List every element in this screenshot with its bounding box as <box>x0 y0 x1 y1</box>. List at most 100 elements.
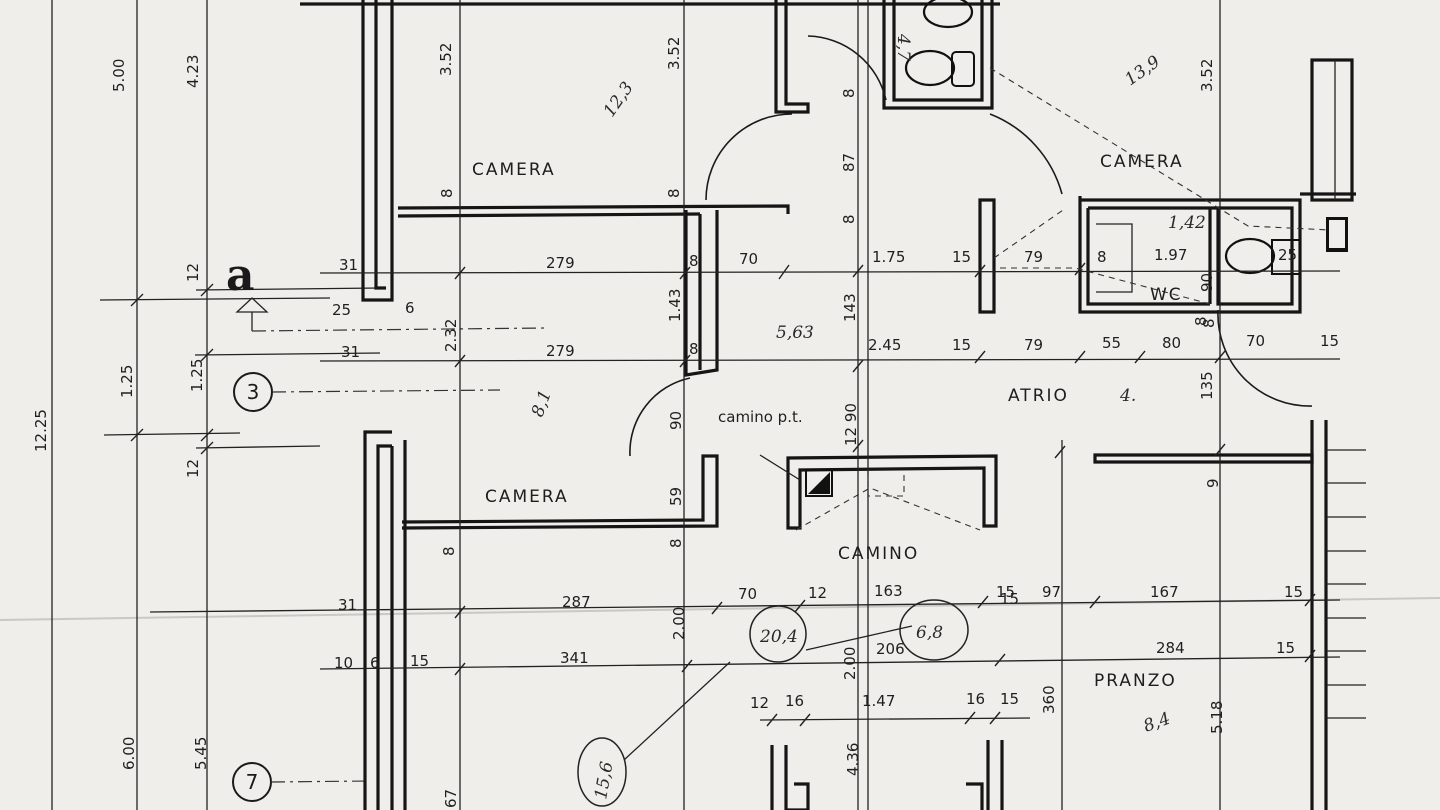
dim-label: 90 <box>667 411 685 430</box>
dim-label: 1.25 <box>188 359 206 392</box>
dim-label: 67 <box>442 789 460 808</box>
dim-label: 8 <box>840 214 858 224</box>
dim-label: 4.36 <box>844 743 862 776</box>
chimney-flue-icon <box>805 469 833 497</box>
dim-label: 3.52 <box>1198 59 1216 92</box>
annotation-lines <box>623 67 1331 761</box>
area-note: 13,9 <box>1121 52 1164 90</box>
dim-label: 8 <box>667 538 685 548</box>
dim-label: 143 <box>841 293 859 322</box>
dim-label: 12.25 <box>32 409 50 452</box>
dim-label: 15 <box>1320 332 1339 350</box>
dim-label: 15 <box>952 248 971 266</box>
dim-label: 12 <box>808 584 827 602</box>
room-camera-mid: CAMERA <box>485 487 569 507</box>
dim-label: 6 <box>370 654 380 672</box>
axis-marker-7: 7 <box>232 762 371 802</box>
camino-pt-label: camino p.t. <box>718 408 803 426</box>
dimension-ticks <box>454 262 1316 727</box>
dim-label: 79 <box>1024 336 1043 354</box>
area-note: 15,6 <box>591 760 617 801</box>
room-camino: CAMINO <box>838 544 919 564</box>
room-atrio: ATRIO <box>1008 386 1069 406</box>
area-note: 4,7 <box>893 33 913 61</box>
dim-label: 8 <box>1097 248 1107 266</box>
area-note: 8,1 <box>528 387 556 419</box>
room-pranzo: PRANZO <box>1094 671 1177 691</box>
dim-label: 87 <box>840 153 858 172</box>
dim-label: 2.32 <box>442 319 460 352</box>
room-camera-top: CAMERA <box>472 160 556 180</box>
sink-icon <box>1096 223 1133 293</box>
dim-label: 70 <box>1246 332 1265 350</box>
dim-label: 8 <box>689 340 699 358</box>
dim-label: 31 <box>338 596 357 614</box>
dim-label: 16 <box>785 692 804 710</box>
dim-label: 6 <box>405 299 415 317</box>
toilet-icon <box>904 49 956 87</box>
dim-label: 284 <box>1156 639 1185 657</box>
dim-label: 1.25 <box>118 365 136 398</box>
dim-label: 3.52 <box>665 37 683 70</box>
area-note: 8,4 <box>1141 709 1173 737</box>
dim-label: 15 <box>410 652 429 670</box>
left-dimension-labels: 5.00 4.23 12 1.25 1.25 12.25 12 6.00 5.4… <box>32 55 210 770</box>
dim-label: 55 <box>1102 334 1121 352</box>
dim-label: 80 <box>1162 334 1181 352</box>
dim-label: 5.45 <box>192 737 210 770</box>
room-camera-right: CAMERA <box>1100 152 1184 172</box>
dim-label: 15 <box>1276 639 1295 657</box>
dim-label: 90 <box>1198 273 1216 292</box>
dim-label: 15 <box>996 583 1015 601</box>
dim-label: 287 <box>562 593 591 611</box>
dim-label: 4.23 <box>184 55 202 88</box>
toilet-icon <box>1224 237 1276 275</box>
dim-label: 360 <box>1040 685 1058 714</box>
dim-label: 206 <box>876 640 905 658</box>
fixtures <box>805 0 1301 497</box>
dim-label: 1.43 <box>666 289 684 322</box>
dim-label: 163 <box>874 582 903 600</box>
dim-label: 16 <box>966 690 985 708</box>
dim-label: 97 <box>1042 583 1061 601</box>
dim-label: 12 <box>750 694 769 712</box>
area-note: 12,3 <box>600 78 638 120</box>
dim-label: 2.45 <box>868 336 901 354</box>
dim-label: 15 <box>1284 583 1303 601</box>
dim-label: 279 <box>546 342 575 360</box>
dim-label: 8 <box>1200 318 1218 328</box>
area-note: 1,42 <box>1168 213 1206 233</box>
dim-label: 2.00 <box>670 607 688 640</box>
dim-label: 15 <box>1000 690 1019 708</box>
dim-label: 8 <box>1192 316 1210 326</box>
dim-label: 341 <box>560 649 589 667</box>
axis-marker-3: 3 <box>233 372 501 412</box>
dim-label: 167 <box>1150 583 1179 601</box>
dim-label: 2.00 <box>841 647 859 680</box>
section-letter: a <box>226 250 255 301</box>
dim-label: 8 <box>689 252 699 270</box>
dim-label: 79 <box>1024 248 1043 266</box>
dim-label: 5.00 <box>110 59 128 92</box>
dim-label: 59 <box>667 487 685 506</box>
dim-label: 9 <box>1204 478 1222 488</box>
room-wc: WC <box>1150 285 1183 305</box>
room-labels: CAMERA CAMERA CAMERA WC ATRIO CAMINO cam… <box>472 152 1184 691</box>
dim-label: 12 <box>184 263 202 282</box>
dim-label: 15 <box>1000 590 1019 608</box>
dim-label: 8 <box>840 88 858 98</box>
dim-label: 279 <box>546 254 575 272</box>
dim-label: 70 <box>738 585 757 603</box>
dim-label: 1.47 <box>862 692 895 710</box>
dim-label: 31 <box>339 256 358 274</box>
dim-label: 25 <box>332 301 351 319</box>
dim-label: 8 <box>665 188 683 198</box>
dim-label: 15 <box>952 336 971 354</box>
dim-label: 10 <box>334 654 353 672</box>
dim-label: 12 90 <box>842 403 860 446</box>
axis-7-label: 7 <box>246 770 259 794</box>
dim-label: 1.75 <box>872 248 905 266</box>
area-note: 4. <box>1119 386 1136 406</box>
dim-label: 5.18 <box>1208 701 1226 734</box>
